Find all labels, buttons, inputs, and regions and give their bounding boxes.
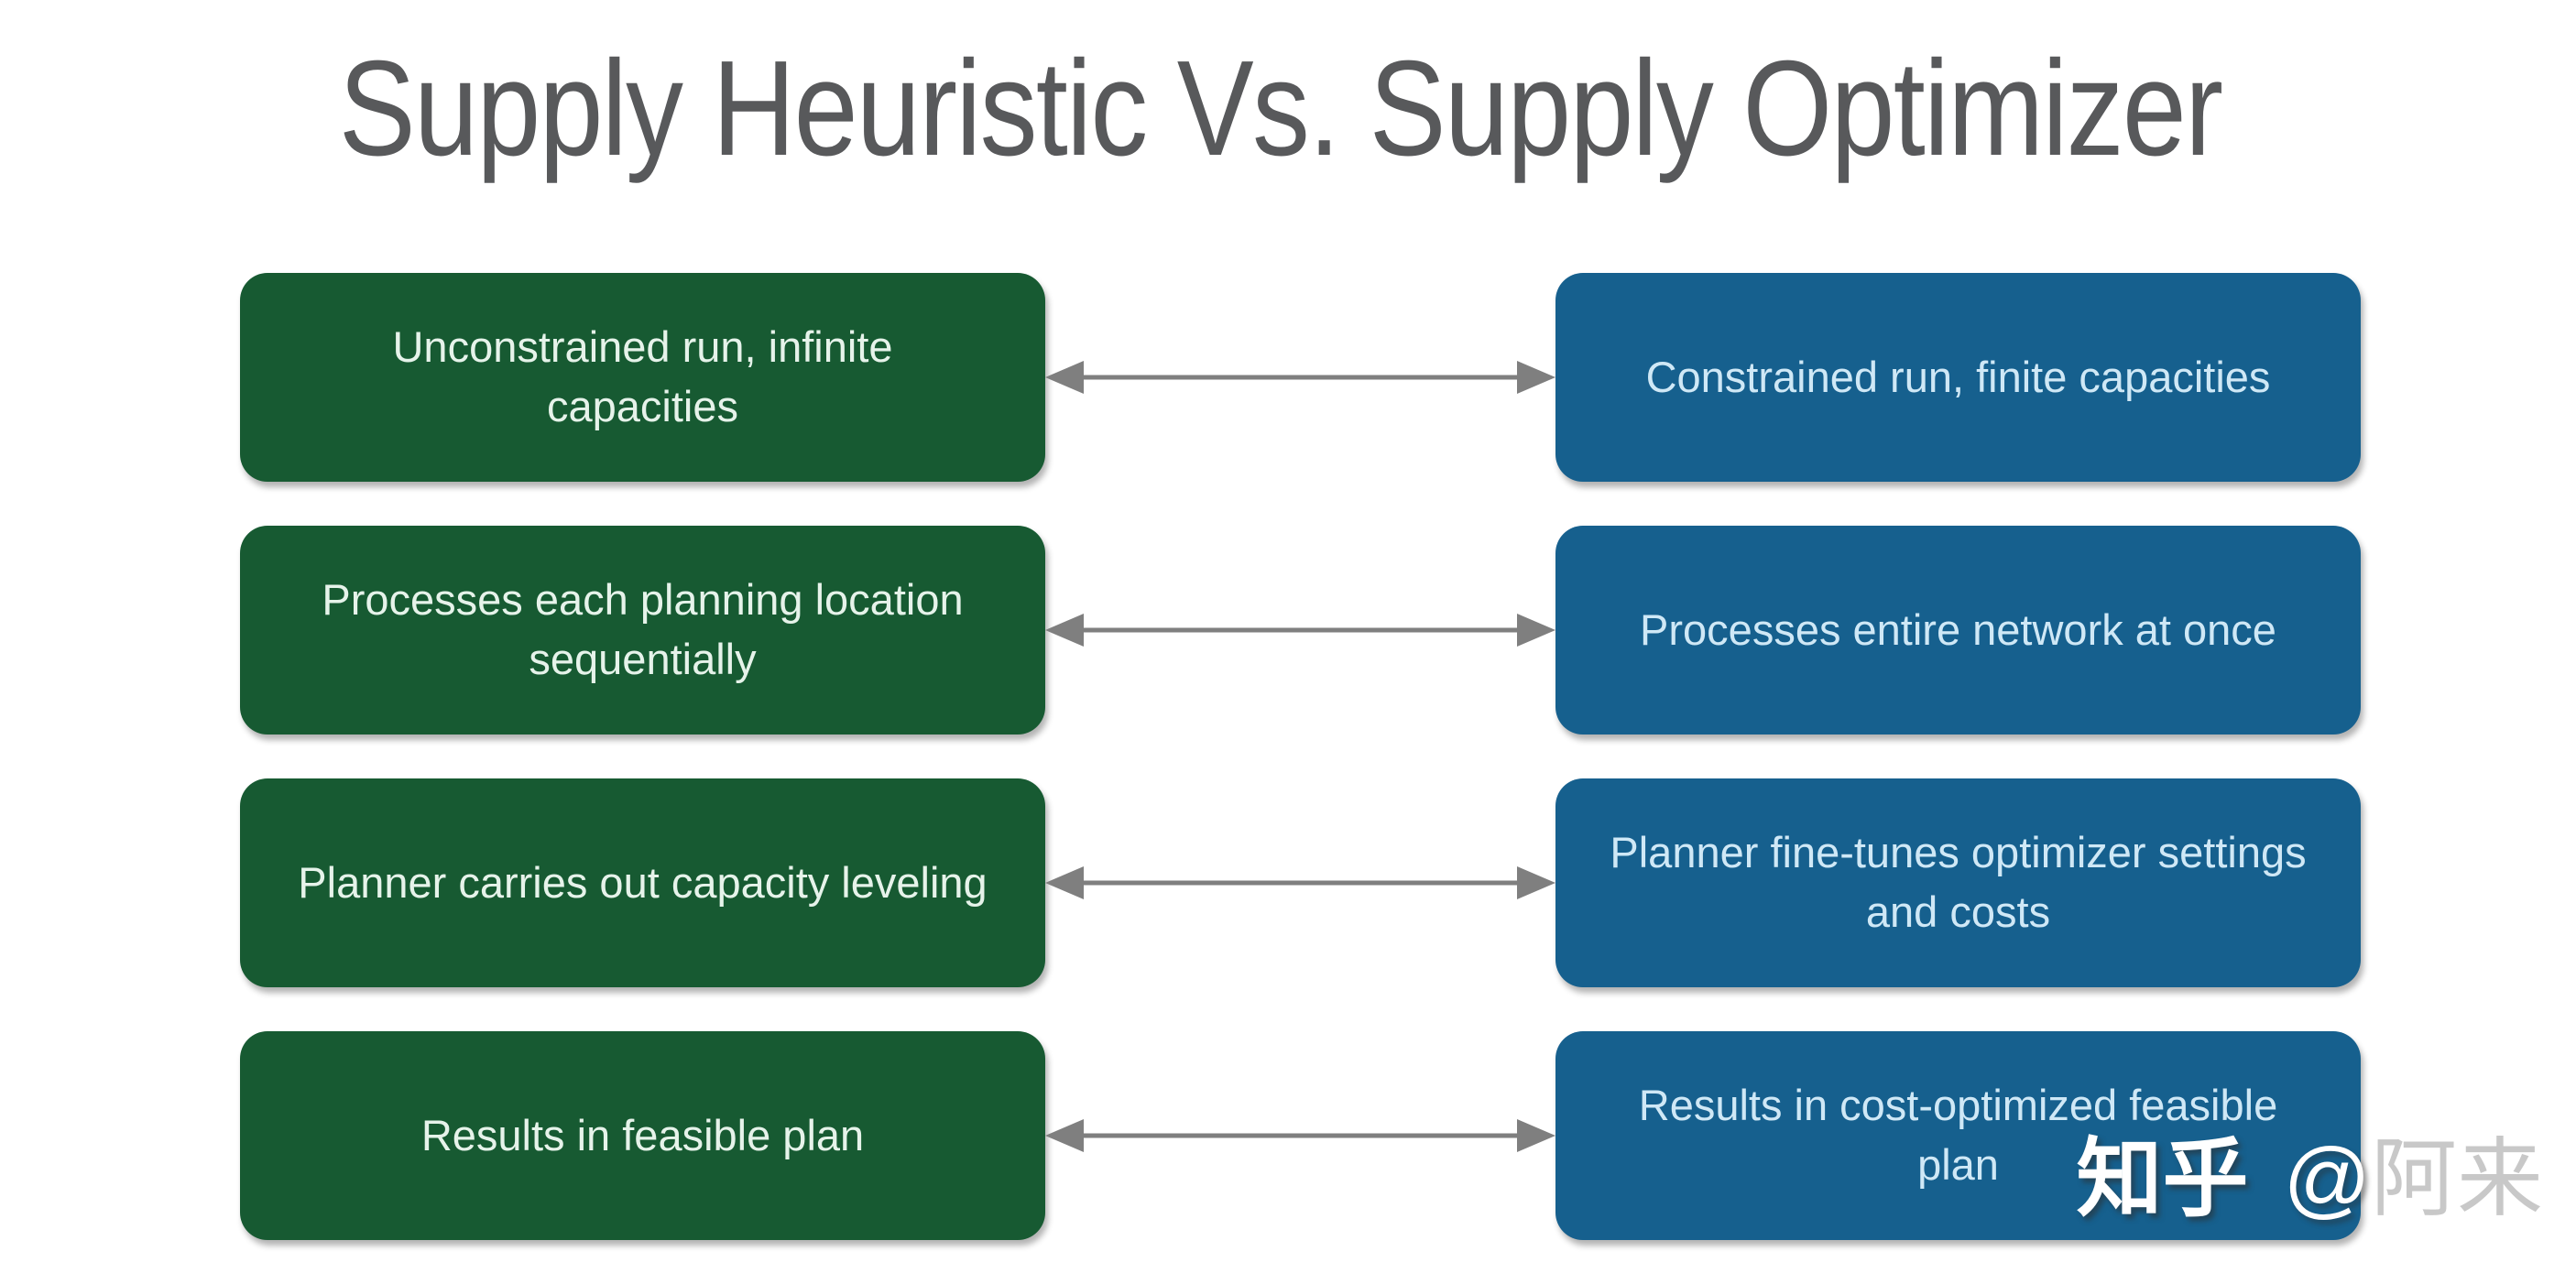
heuristic-box: Unconstrained run, infinite capacities — [240, 273, 1045, 482]
optimizer-box-label: Constrained run, finite capacities — [1645, 352, 2271, 401]
arrow-head-right — [1517, 614, 1555, 647]
comparison-row: Unconstrained run, infinite capacities C… — [240, 273, 2361, 482]
heuristic-box: Results in feasible plan — [240, 1031, 1045, 1240]
arrow-shaft — [1073, 880, 1528, 886]
double-arrow-icon — [1045, 778, 1555, 987]
watermark: 知乎@阿来 — [2077, 1136, 2543, 1222]
arrow-head-right — [1517, 1119, 1555, 1152]
zhihu-logo-text: 知乎 — [2076, 1130, 2249, 1226]
double-arrow-icon — [1045, 526, 1555, 734]
heuristic-box-label: Results in feasible plan — [420, 1110, 865, 1159]
slide-title: Supply Heuristic Vs. Supply Optimizer — [338, 33, 2223, 184]
optimizer-box-label: Processes entire network at once — [1640, 604, 2276, 654]
heuristic-box: Processes each planning location sequent… — [240, 526, 1045, 734]
heuristic-box-label: Planner carries out capacity leveling — [298, 857, 988, 907]
watermark-at-sign: @ — [2283, 1130, 2371, 1226]
watermark-username: 阿来 — [2370, 1130, 2543, 1226]
heuristic-box-label: Processes each planning location sequent… — [322, 575, 964, 683]
arrow-head-right — [1517, 361, 1555, 394]
arrow-head-right — [1517, 866, 1555, 899]
heuristic-box-label: Unconstrained run, infinite capacities — [392, 322, 893, 430]
optimizer-box: Planner fine-tunes optimizer settings an… — [1555, 778, 2361, 987]
comparison-row: Planner carries out capacity leveling Pl… — [240, 778, 2361, 987]
comparison-row: Results in feasible plan Results in cost… — [240, 1031, 2361, 1240]
arrow-shaft — [1073, 375, 1528, 380]
optimizer-box-label: Planner fine-tunes optimizer settings an… — [1610, 828, 2307, 936]
optimizer-box-label: Results in cost-optimized feasible plan — [1638, 1081, 2278, 1189]
double-arrow-icon — [1045, 273, 1555, 482]
optimizer-box: Processes entire network at once — [1555, 526, 2361, 734]
optimizer-box: Constrained run, finite capacities — [1555, 273, 2361, 482]
arrow-shaft — [1073, 627, 1528, 633]
double-arrow-icon — [1045, 1031, 1555, 1240]
heuristic-box: Planner carries out capacity leveling — [240, 778, 1045, 987]
comparison-diagram: Unconstrained run, infinite capacities C… — [240, 273, 2361, 1284]
arrow-shaft — [1073, 1133, 1528, 1138]
optimizer-box: Results in cost-optimized feasible plan — [1555, 1031, 2361, 1240]
comparison-row: Processes each planning location sequent… — [240, 526, 2361, 734]
